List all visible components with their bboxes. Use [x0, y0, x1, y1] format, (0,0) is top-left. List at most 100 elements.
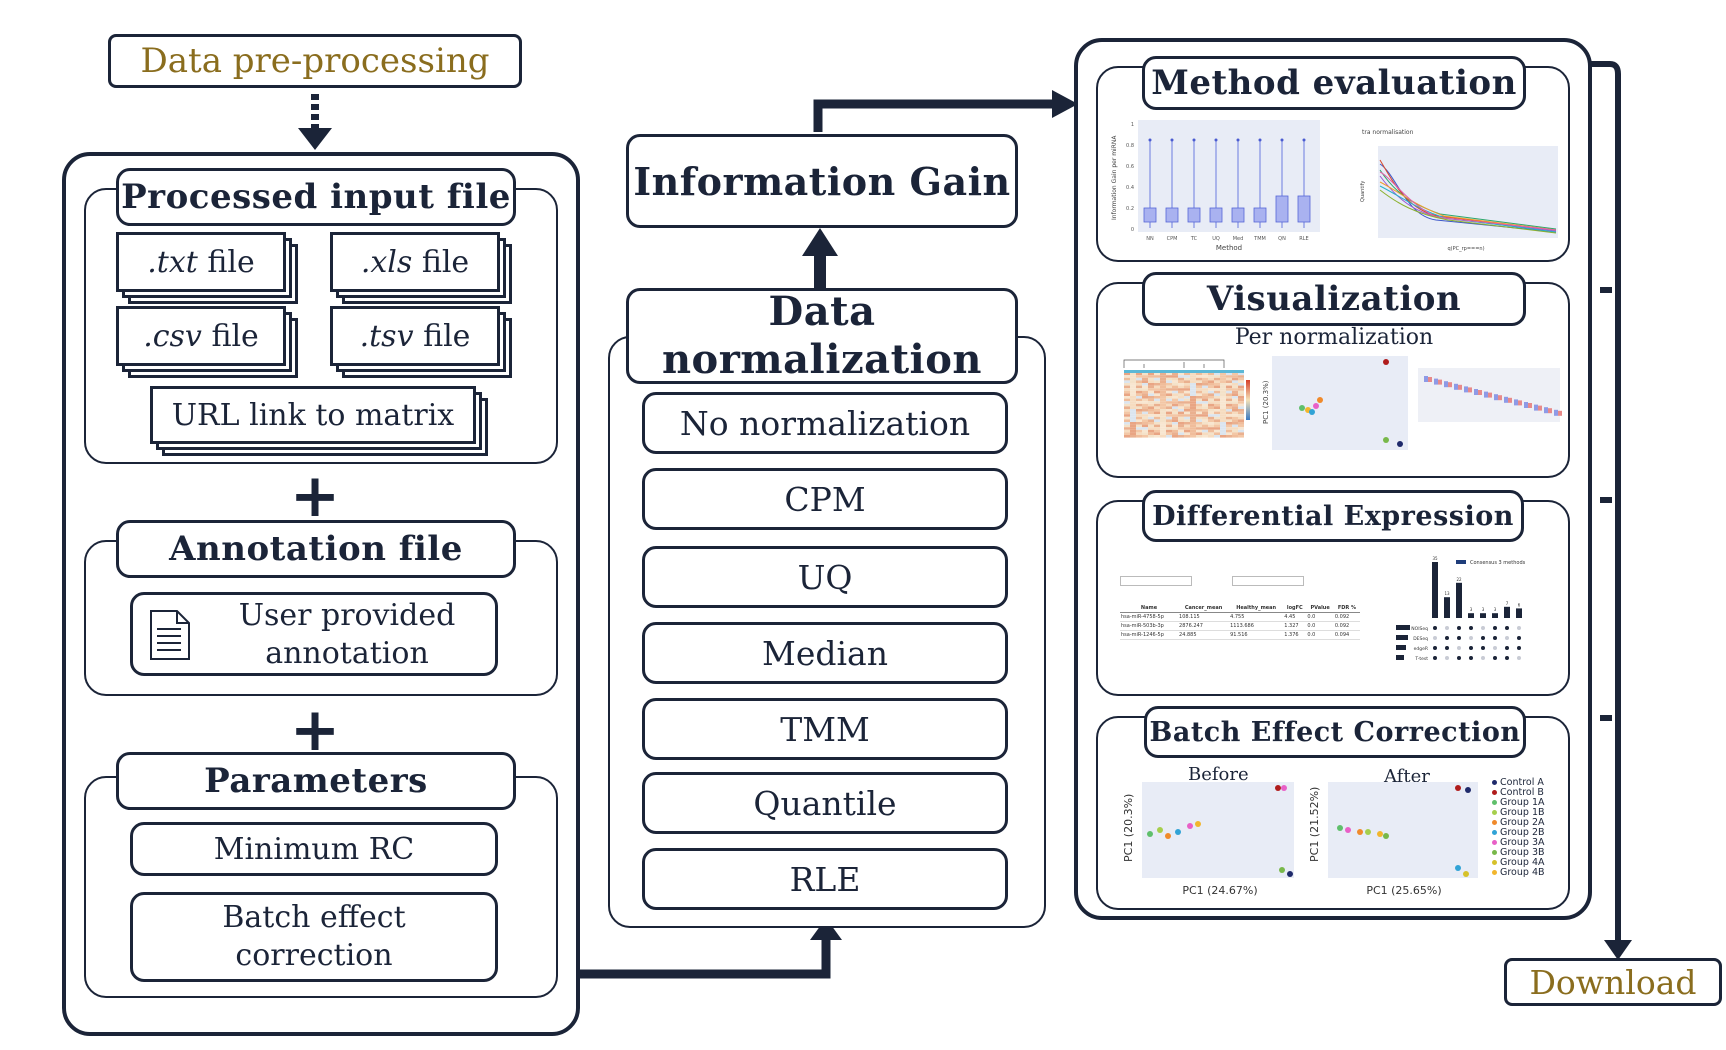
- heatmap-cell: [1202, 427, 1208, 430]
- heatmap-cell: [1220, 435, 1226, 438]
- download-box[interactable]: Download: [1504, 958, 1722, 1006]
- heatmap-cell: [1172, 422, 1178, 425]
- heatmap-cell: [1148, 409, 1154, 412]
- heatmap-cell: [1208, 419, 1214, 422]
- heatmap-cell: [1172, 401, 1178, 404]
- legend-swatch: [1492, 810, 1497, 815]
- csv-file-card: .csv file: [116, 306, 286, 366]
- heatmap-cell: [1130, 406, 1136, 409]
- heatmap-cell: [1142, 427, 1148, 430]
- heatmap-cell: [1136, 401, 1142, 404]
- heatmap-cell: [1196, 385, 1202, 389]
- input-panel: [62, 152, 580, 1036]
- de-table-header[interactable]: PValue: [1306, 604, 1334, 613]
- heatmap-cell: [1232, 427, 1238, 430]
- de-table-header[interactable]: logFC: [1283, 604, 1307, 613]
- heatmap-cell: [1202, 403, 1208, 407]
- visualization-title-box: Visualization: [1142, 272, 1526, 326]
- vis-box: [1508, 397, 1512, 403]
- heatmap-cell: [1238, 419, 1244, 422]
- input-file-title-box: Processed input file: [116, 168, 516, 226]
- vis-box: [1454, 383, 1458, 390]
- heatmap-cell: [1232, 383, 1238, 386]
- de-table-header[interactable]: Name: [1120, 604, 1179, 613]
- heatmap-cell: [1208, 380, 1214, 383]
- upset-row-label: NOISeq: [1411, 626, 1428, 632]
- heatmap-cell: [1148, 429, 1154, 433]
- batch-title-box: Batch Effect Correction: [1144, 706, 1526, 758]
- heatmap-cell: [1148, 401, 1154, 404]
- heatmap-cell: [1226, 398, 1232, 402]
- heatmap-cell: [1184, 411, 1190, 415]
- heatmap-cell: [1232, 422, 1238, 425]
- lineplot-xlabel: q(PC_rp===n): [1447, 246, 1484, 252]
- heatmap-cell: [1142, 385, 1148, 389]
- boxplot-outlier: [1170, 138, 1174, 142]
- de-table-cell: 0.0: [1306, 612, 1334, 622]
- heatmap-cell: [1178, 419, 1184, 422]
- upset-dot: [1457, 646, 1461, 650]
- heatmap-cell: [1232, 432, 1238, 435]
- boxplot-yticks: 10.80.60.40.20: [1126, 122, 1134, 233]
- de-table-header[interactable]: Healthy_mean: [1229, 604, 1284, 613]
- heatmap-cell: [1238, 427, 1244, 430]
- upset-dot: [1481, 646, 1485, 650]
- heatmap-cell: [1124, 401, 1130, 404]
- heatmap-cell: [1124, 409, 1130, 412]
- heatmap-cell: [1202, 409, 1208, 412]
- heatmap-cell: [1160, 385, 1166, 389]
- heatmap-cell: [1130, 390, 1136, 394]
- heatmap-cell: [1226, 409, 1232, 412]
- de-table-cell: 0.0: [1306, 630, 1334, 640]
- heatmap-cell: [1190, 377, 1196, 381]
- heatmap-cell: [1184, 385, 1190, 389]
- lineplot-ylabel: Quantify: [1360, 181, 1366, 202]
- heatmap-cell: [1130, 372, 1136, 376]
- heatmap-cell: [1136, 419, 1142, 422]
- heatmap-cell: [1238, 380, 1244, 383]
- heatmap-cell: [1202, 375, 1208, 378]
- heatmap-cell: [1142, 403, 1148, 407]
- heatmap-cell: [1178, 388, 1184, 391]
- vis-box: [1514, 399, 1518, 406]
- heatmap-cell: [1172, 396, 1178, 399]
- heatmap-cell: [1214, 427, 1220, 430]
- upset-bar: [1516, 608, 1522, 618]
- heatmap-cell: [1238, 429, 1244, 433]
- vis-box: [1474, 389, 1478, 395]
- method-label: Quantile: [753, 783, 897, 823]
- heatmap-cell: [1136, 377, 1142, 381]
- heatmap-cell: [1184, 401, 1190, 404]
- upset-set-bar: [1396, 625, 1410, 630]
- heatmap-cell: [1160, 388, 1166, 391]
- heatmap-cell: [1184, 429, 1190, 433]
- de-table-header[interactable]: FDR %: [1333, 604, 1360, 613]
- legend-label: Group 1B: [1500, 807, 1545, 818]
- heatmap-cell: [1178, 435, 1184, 438]
- heatmap-cell: [1232, 380, 1238, 383]
- heatmap-cell: [1226, 435, 1232, 438]
- heatmap-cell: [1172, 375, 1178, 378]
- upset-dot: [1445, 626, 1449, 630]
- heatmap-cell: [1124, 432, 1130, 435]
- file-ext: .tsv: [359, 318, 414, 354]
- heatmap-cell: [1238, 424, 1244, 428]
- method-quantile: Quantile: [642, 772, 1008, 834]
- evaluation-boxplot: Information Gain per miRNA 10.80.60.40.2…: [1111, 120, 1320, 252]
- heatmap-cell: [1148, 414, 1154, 417]
- legend-label: Group 4B: [1500, 867, 1545, 878]
- boxplot-ytick: 0: [1131, 227, 1134, 233]
- heatmap-cell: [1202, 390, 1208, 394]
- boxplot-box: [1231, 207, 1245, 223]
- heatmap-cell: [1190, 385, 1196, 389]
- heatmap-cell: [1172, 377, 1178, 381]
- heatmap-cell: [1232, 393, 1238, 396]
- batch-after-label: After: [1384, 766, 1430, 787]
- heatmap-cell: [1232, 377, 1238, 381]
- heatmap-cell: [1232, 416, 1238, 420]
- heatmap-cell: [1220, 406, 1226, 409]
- de-table-header[interactable]: Cancer_mean: [1178, 604, 1230, 613]
- heatmap-cell: [1172, 411, 1178, 415]
